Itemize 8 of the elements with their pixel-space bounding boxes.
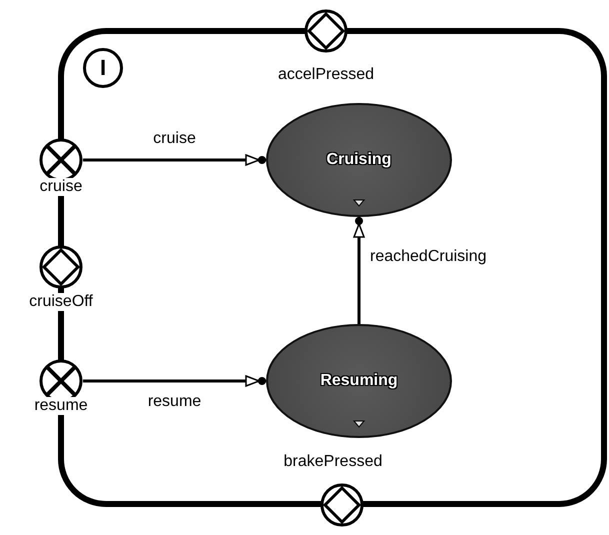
transition-arrow (83, 375, 267, 387)
port-label: cruiseOff (28, 293, 94, 311)
transition-arrow (353, 216, 365, 324)
port-label: cruise (38, 178, 84, 196)
state-name: Resuming (320, 372, 398, 390)
transition-arrow (83, 154, 267, 166)
state-name: Cruising (326, 151, 392, 169)
port-label: resume (33, 397, 89, 415)
